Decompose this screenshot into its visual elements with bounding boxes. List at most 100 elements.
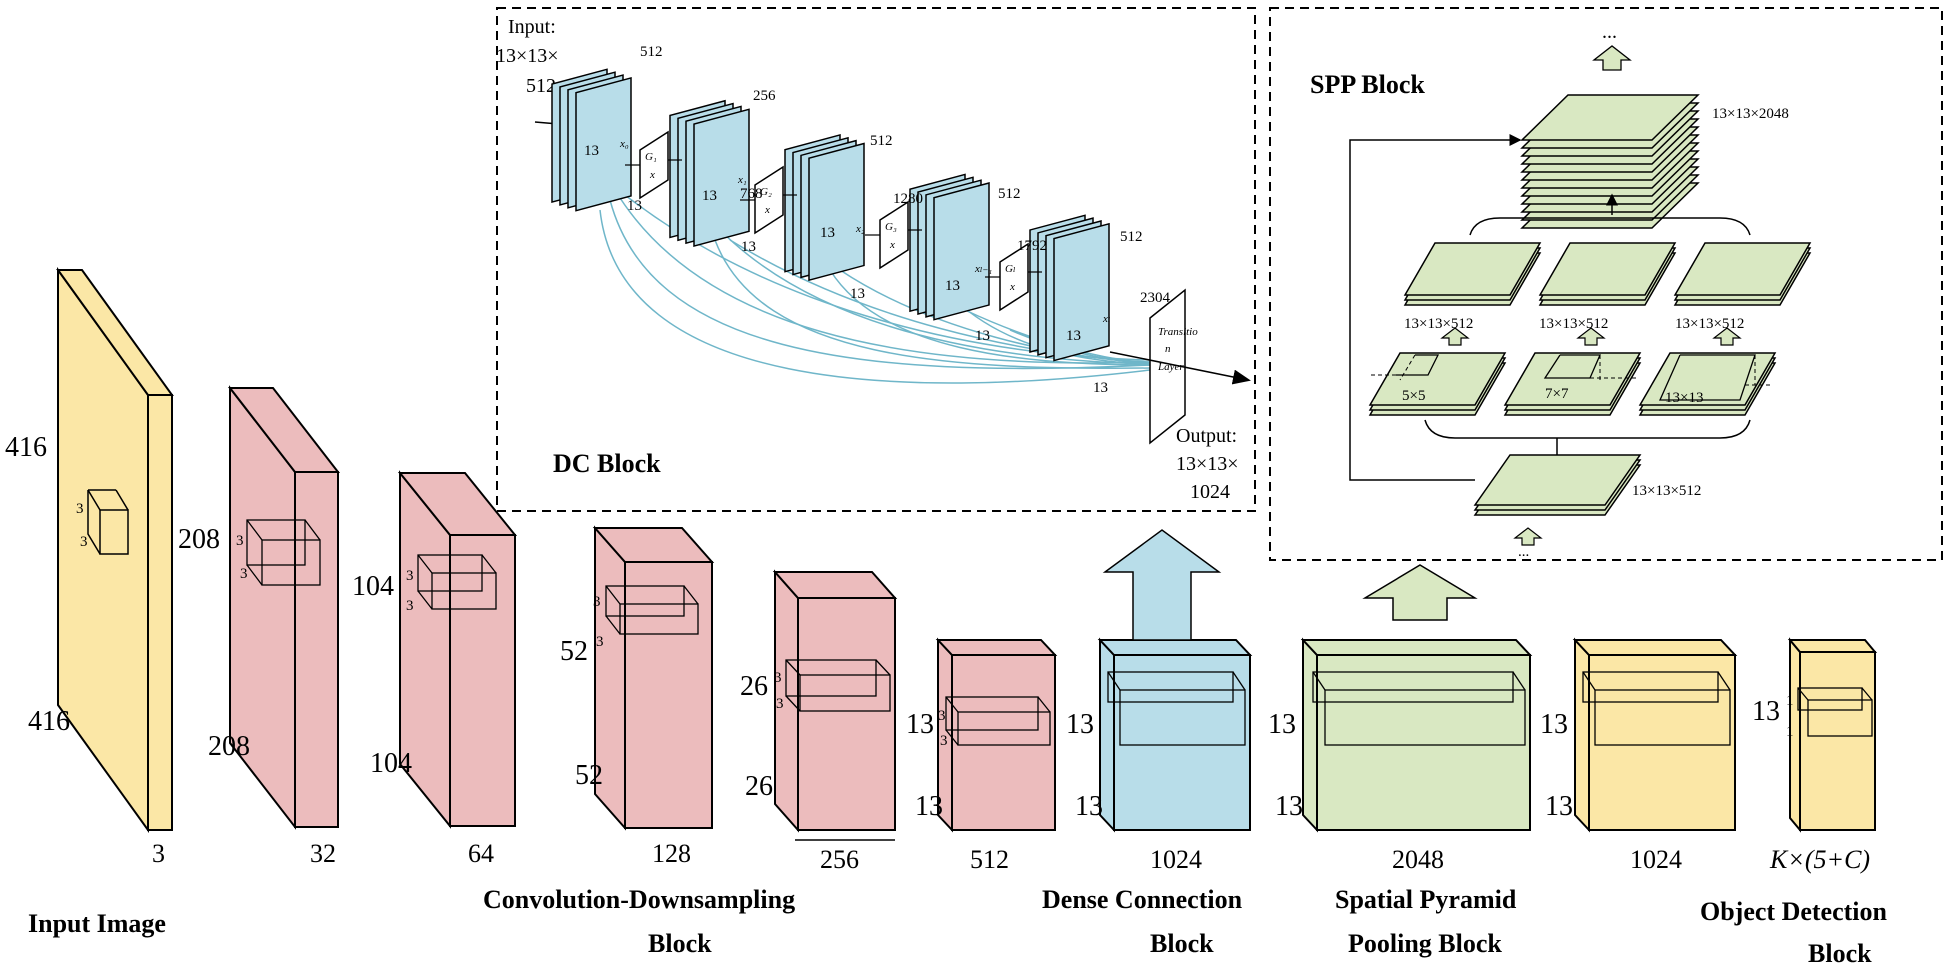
dc-block-panel: Input: 13×13× 512 [496,7,1256,512]
input-kernel-label-2: 3 [80,534,88,550]
s26-c: 256 [820,845,859,874]
spp-top-brace [1469,217,1751,236]
s13a-k2: 3 [940,733,948,749]
s26-k2: 3 [776,696,784,712]
s13b-h: 13 [1066,709,1094,740]
s104-w: 104 [370,748,412,779]
s52-c: 128 [652,839,691,868]
s104-k2: 3 [406,598,414,614]
caption-dense-block-1: Dense Connection [1042,885,1243,914]
dc-13-g: 13 [945,278,960,294]
stage-object-detection: 13 1 1 K×(5+C) [1752,637,1878,874]
s52-h: 52 [560,636,588,667]
dc-13-i: 13 [1066,328,1081,344]
dc-13-c: 13 [702,188,717,204]
caption-conv-block-1: Convolution-Downsampling [483,885,795,914]
spp-pool-planes [1368,352,1777,416]
dc-13-h: 13 [975,328,990,344]
stage-13-1024-yellow: 13 13 1024 [1540,637,1738,874]
s208-w: 208 [208,731,250,762]
dc-stack-1 [551,68,632,212]
spp-mid-stacks [1403,242,1812,306]
dc-gx2: x [764,204,770,216]
dc-g3: G₃ [885,221,897,233]
spp-mid-label-3: 13×13×512 [1675,316,1744,332]
spp-pool-label-2: 7×7 [1545,386,1569,402]
stage-spp-block: 13 13 2048 [1268,564,1533,874]
s104-c: 64 [468,839,494,868]
dc-13-f: 13 [850,286,865,302]
input-image-slab: 416 416 3 3 3 [5,266,174,868]
caption-input-image: Input Image [28,909,166,938]
caption-spp-block-2: Pooling Block [1348,929,1502,958]
s52-w: 52 [575,760,603,791]
s208-k2: 3 [240,566,248,582]
dc-stack-3 [784,133,865,282]
dc-output-label-1: Output: [1176,425,1237,447]
dc-stack-5 [1029,214,1110,362]
s13d-w: 13 [1545,791,1573,822]
s13b-w: 13 [1075,791,1103,822]
spp-bottom-arrow [1513,527,1543,546]
caption-dense-block-2: Block [1150,929,1214,958]
stage-13-512-block: 13 13 512 3 3 [906,637,1058,874]
spp-top-arrow [1592,45,1632,71]
dc-g1: G₁ [645,151,657,163]
s13d-c: 1024 [1630,845,1682,874]
stage-52-kernel [605,585,699,635]
dc-13-d: 13 [741,239,756,255]
s13c-w: 13 [1275,791,1303,822]
stage-52-block: 52 52 128 3 3 [560,525,715,868]
spp-mid-label-1: 13×13×512 [1404,316,1473,332]
spp-bottom-label: 13×13×512 [1632,483,1701,499]
stage-208-kernel [246,519,321,586]
spp-block-title: SPP Block [1310,70,1425,99]
dc-ch-3: 512 [870,133,893,149]
input-kernel-label-1: 3 [76,501,84,517]
s13a-k1: 3 [938,708,946,724]
input-channel-label: 3 [152,839,165,868]
s104-h: 104 [352,571,394,602]
s13e-k1: 1 [1786,693,1794,709]
dc-x3: xₗ₋₁ [974,263,992,275]
s13a-h: 13 [906,709,934,740]
dc-x0: x₀ [619,138,629,150]
dc-gx1: x [649,169,655,181]
s208-h: 208 [178,524,220,555]
dc-ch-8: 2304 [1140,290,1171,306]
dc-g2: G₂ [760,186,772,198]
s208-c: 32 [310,839,336,868]
spp-bottom-brace [1424,419,1751,439]
spp-kernel [1312,671,1526,746]
dc-ch-5: 512 [998,186,1021,202]
s26-k1: 3 [774,670,782,686]
dc-ch-0: 512 [640,44,663,60]
stage-dense-connection-block: 13 13 1024 [1066,529,1253,874]
s13c-c: 2048 [1392,845,1444,874]
dc-g4: Gₗ [1005,263,1016,275]
dc-block-title: DC Block [553,449,661,478]
stage-26-kernel [785,659,891,712]
s13e-c: K×(5+C) [1769,845,1870,874]
dc-input-label-3: 512 [526,75,556,97]
spp-top-stack [1520,94,1700,229]
spp-bottom-ellipsis: ... [1518,544,1529,560]
transition-label-2: n [1165,343,1171,355]
s13d-h: 13 [1540,709,1568,740]
dc-input-label-2: 13×13× [496,45,559,67]
dc-stack-2 [669,99,750,247]
s13b-c: 1024 [1150,845,1202,874]
dc-gx4: x [1009,281,1015,293]
detect-kernel [1797,687,1873,737]
dc-ch-2: 768 [740,186,763,202]
caption-conv-block-2: Block [648,929,712,958]
caption-spp-block-1: Spatial Pyramid [1335,885,1517,914]
s52-k1: 3 [593,594,601,610]
s26-h: 26 [740,671,768,702]
stage-104-block: 104 104 64 3 3 [352,470,518,868]
s13e-k2: 1 [1786,724,1794,740]
caption-detect-block-1: Object Detection [1700,897,1888,926]
s52-k2: 3 [596,634,604,650]
input-width-label: 416 [28,706,70,737]
